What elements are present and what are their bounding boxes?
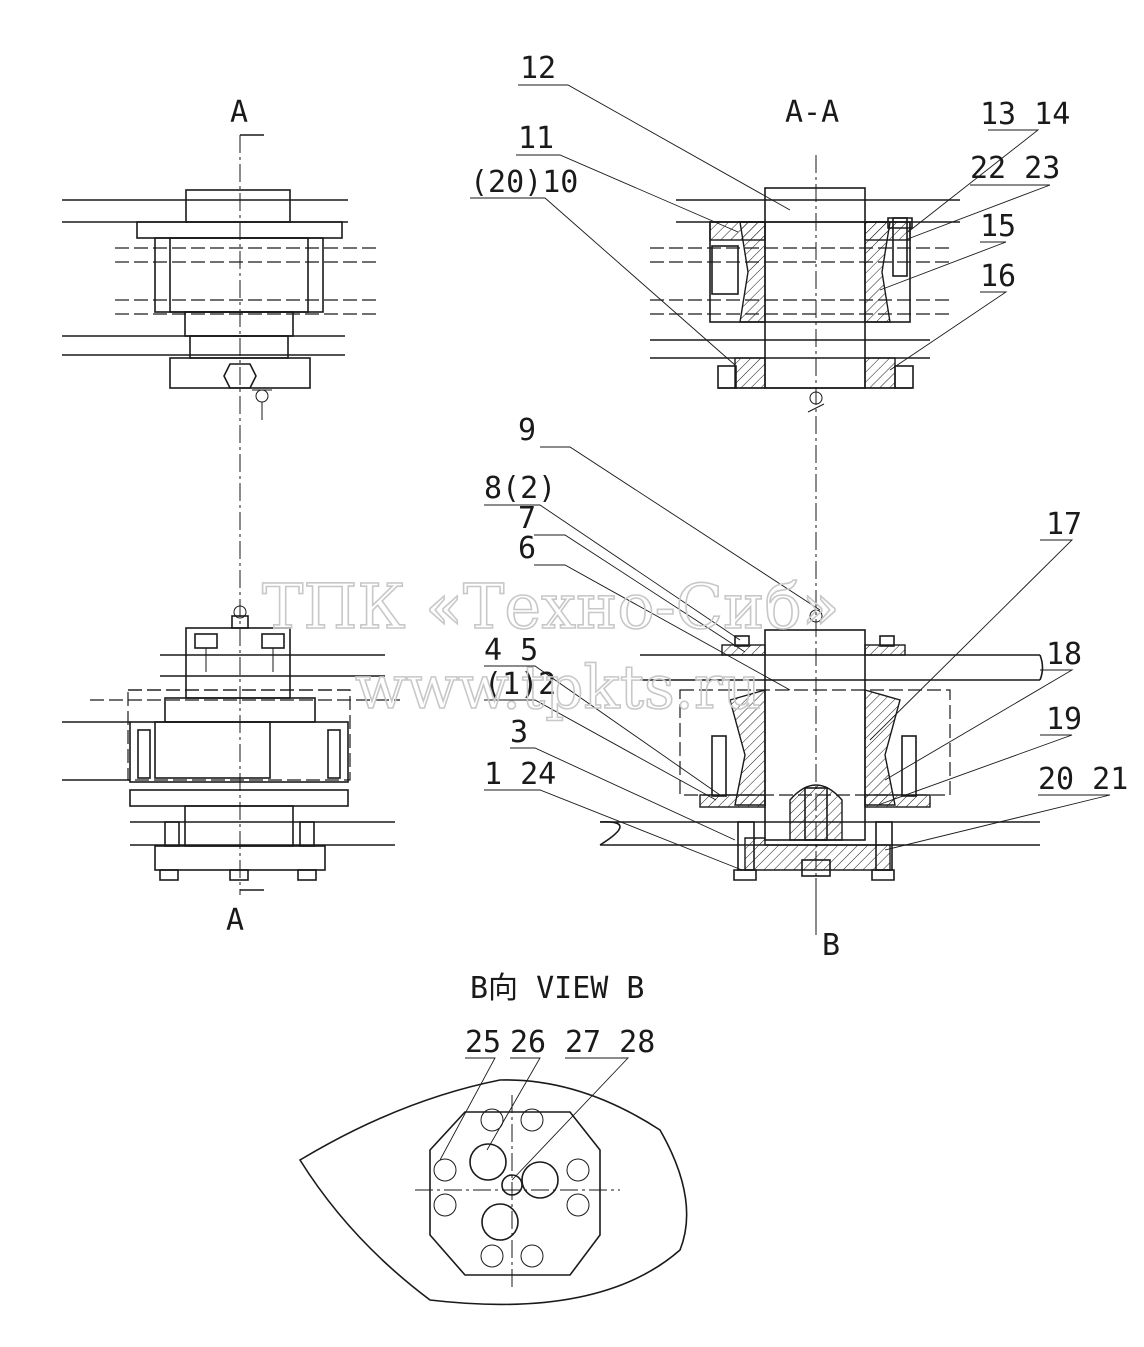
callout-13-14: 13 14	[980, 97, 1070, 132]
callout-27-28: 27 28	[565, 1025, 655, 1060]
label-a-top: A	[230, 95, 248, 130]
hex-nut	[223, 363, 257, 389]
section-aa-top	[650, 155, 960, 890]
callout-16: 16	[980, 259, 1016, 294]
section-aa-bottom	[599, 609, 1044, 935]
callout-9: 9	[518, 413, 536, 448]
leader-lines	[439, 84, 1111, 1181]
callout-15: 15	[980, 209, 1016, 244]
callout-6: 6	[518, 531, 536, 566]
label-view-b-arrow: B	[822, 928, 840, 963]
part-callouts: 12 11 (20)10 13 14 22 23 15 16 9 8(2) 7 …	[465, 51, 1128, 1060]
callout-20-10: (20)10	[470, 165, 578, 200]
callout-22-23: 22 23	[970, 151, 1060, 186]
grease-nipple	[255, 389, 269, 403]
callout-7: 7	[518, 501, 536, 536]
callout-1-24: 1 24	[484, 757, 556, 792]
callout-18: 18	[1046, 637, 1082, 672]
callout-1-2: (1)2	[484, 667, 556, 702]
label-view-b-title: B向 VIEW B	[470, 971, 645, 1006]
label-a-bottom: A	[226, 903, 244, 938]
callout-3: 3	[510, 715, 528, 750]
callout-19: 19	[1046, 702, 1082, 737]
section-labels: A A A-A B B向 VIEW B	[226, 95, 840, 1006]
callout-4-5: 4 5	[484, 633, 538, 668]
view-b	[298, 1079, 688, 1306]
watermark-company: ТПК «Техно-Сиб»	[262, 570, 840, 643]
callout-25: 25	[465, 1025, 501, 1060]
callout-8-2: 8(2)	[484, 471, 556, 506]
callout-17: 17	[1046, 507, 1082, 542]
label-section-aa: A-A	[785, 95, 839, 130]
callout-11: 11	[518, 121, 554, 156]
callout-12: 12	[520, 51, 556, 86]
watermark-url: www.tpkts.ru	[355, 653, 761, 723]
callout-26: 26	[510, 1025, 546, 1060]
watermark: ТПК «Техно-Сиб» www.tpkts.ru	[261, 569, 840, 724]
callout-20-21: 20 21	[1038, 762, 1128, 797]
left-top-view	[62, 134, 380, 895]
left-bottom-view	[62, 605, 400, 881]
